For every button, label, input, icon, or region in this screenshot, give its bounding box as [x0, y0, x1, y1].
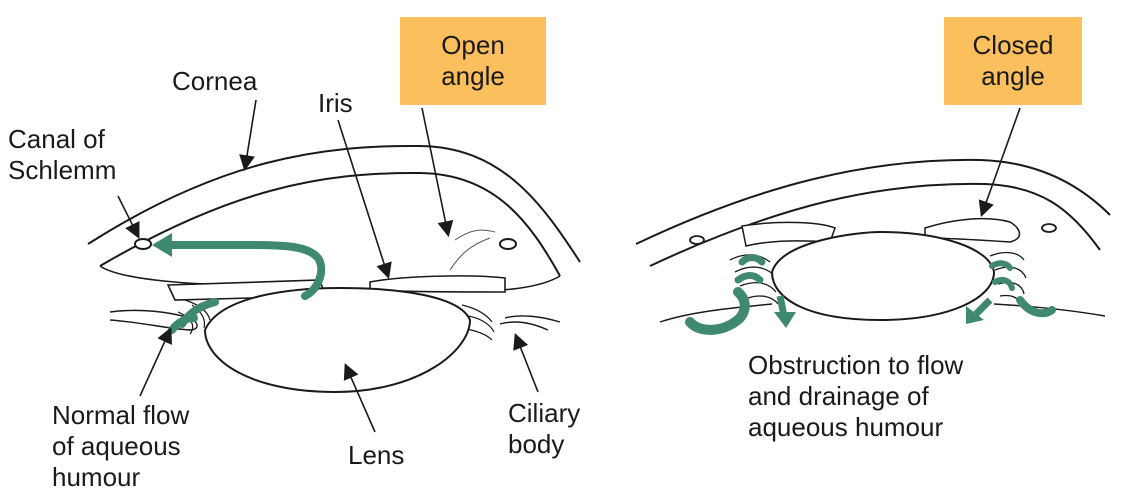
- tag-open-angle: Open angle: [400, 17, 546, 105]
- label-canal-of-schlemm: Canal of Schlemm: [8, 124, 116, 186]
- label-iris: Iris: [318, 88, 353, 119]
- label-normal-flow: Normal flow of aqueous humour: [52, 400, 189, 493]
- right-lens: [772, 232, 994, 320]
- pointer-iris: [338, 120, 388, 276]
- tag-closed-angle: Closed angle: [944, 17, 1082, 105]
- label-obstruction-line-2: and drainage of: [748, 381, 963, 412]
- right-canal-of-schlemm-right: [1042, 224, 1056, 232]
- right-flow-left-curl: [690, 292, 745, 330]
- pointer-ciliary: [516, 336, 538, 392]
- label-cornea: Cornea: [172, 66, 257, 97]
- label-canal-line-1: Canal of: [8, 124, 116, 155]
- left-canal-of-schlemm-left: [135, 239, 151, 249]
- label-canal-line-2: Schlemm: [8, 155, 116, 186]
- tag-closed-angle-line-2: angle: [973, 61, 1054, 92]
- pointer-normal-flow: [140, 330, 170, 396]
- label-ciliary-body: Ciliary body: [508, 398, 580, 460]
- label-normal-flow-line-2: of aqueous: [52, 431, 189, 462]
- label-normal-flow-line-3: humour: [52, 462, 189, 493]
- label-lens: Lens: [348, 440, 404, 471]
- left-lens: [205, 288, 470, 392]
- label-obstruction-line-3: aqueous humour: [748, 412, 963, 443]
- pointer-open-angle: [422, 108, 448, 234]
- right-canal-of-schlemm-left: [690, 236, 704, 244]
- pointer-cornea: [245, 100, 256, 168]
- tag-open-angle-line-1: Open: [441, 30, 505, 61]
- label-ciliary-line-1: Ciliary: [508, 398, 580, 429]
- left-ciliary-right: [500, 316, 560, 330]
- right-eye-closed-angle: [636, 108, 1110, 330]
- left-eye-open-angle: [88, 100, 580, 432]
- label-obstruction: Obstruction to flow and drainage of aque…: [748, 350, 963, 443]
- label-obstruction-line-1: Obstruction to flow: [748, 350, 963, 381]
- left-cornea-inner: [100, 173, 560, 276]
- tag-open-angle-line-2: angle: [441, 61, 505, 92]
- left-canal-of-schlemm-right: [500, 239, 516, 249]
- label-ciliary-line-2: body: [508, 429, 580, 460]
- tag-closed-angle-line-1: Closed: [973, 30, 1054, 61]
- label-normal-flow-line-1: Normal flow: [52, 400, 189, 431]
